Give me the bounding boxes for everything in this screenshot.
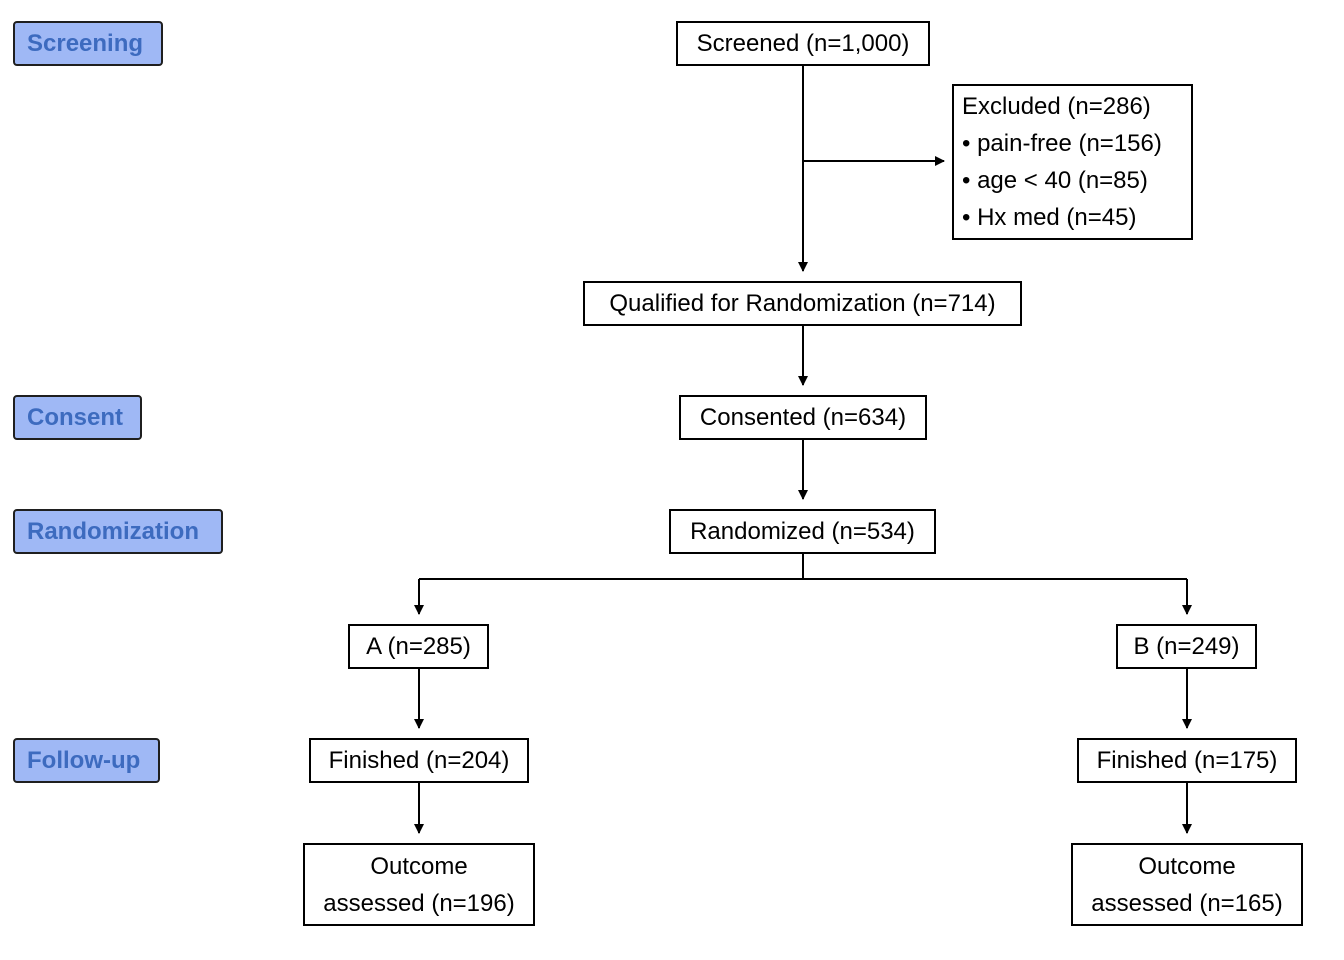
node-outcome-a: Outcome assessed (n=196) [303,843,535,926]
outcome-a-line2: assessed (n=196) [323,889,515,917]
stage-label-randomization: Randomization [13,509,223,554]
node-finished-b: Finished (n=175) [1077,738,1297,783]
excluded-item: • age < 40 (n=85) [962,167,1148,194]
outcome-b-line1: Outcome [1138,852,1236,880]
stage-label-consent: Consent [13,395,142,440]
node-finished-a: Finished (n=204) [309,738,529,783]
node-outcome-b: Outcome assessed (n=165) [1071,843,1303,926]
node-arm-b: B (n=249) [1116,624,1257,669]
stage-label-followup: Follow-up [13,738,160,783]
node-excluded: Excluded (n=286) • pain-free (n=156) • a… [952,84,1193,240]
node-arm-a: A (n=285) [348,624,489,669]
excluded-item: • pain-free (n=156) [962,130,1162,157]
excluded-title: Excluded (n=286) [962,93,1151,120]
node-consented: Consented (n=634) [679,395,927,440]
node-randomized: Randomized (n=534) [669,509,936,554]
node-qualified: Qualified for Randomization (n=714) [583,281,1022,326]
excluded-item: • Hx med (n=45) [962,204,1137,231]
outcome-b-line2: assessed (n=165) [1091,889,1283,917]
outcome-a-line1: Outcome [370,852,468,880]
stage-label-screening: Screening [13,21,163,66]
node-screened: Screened (n=1,000) [676,21,930,66]
